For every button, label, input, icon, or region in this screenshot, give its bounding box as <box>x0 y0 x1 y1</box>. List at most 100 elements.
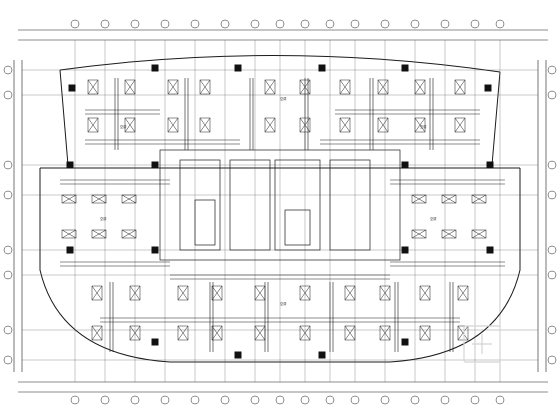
fan-coil-unit <box>457 325 469 341</box>
fan-coil-unit <box>129 325 141 341</box>
axis-bubble-bottom <box>440 395 450 405</box>
column <box>151 246 159 254</box>
fan-coil-unit <box>299 325 311 341</box>
zone-label: 空调 <box>100 216 106 221</box>
axis-bubble-left <box>3 325 13 335</box>
axis-bubble-top <box>495 19 505 29</box>
fan-coil-unit <box>419 285 431 301</box>
axis-bubble-top <box>130 19 140 29</box>
axis-bubble-left <box>3 160 13 170</box>
fan-coil-unit <box>211 325 223 341</box>
column <box>401 64 409 72</box>
axis-bubble-left <box>3 355 13 365</box>
axis-bubble-top <box>70 19 80 29</box>
fan-coil-unit <box>379 325 391 341</box>
axis-bubbles <box>3 19 557 405</box>
column <box>484 84 492 92</box>
column <box>486 161 494 169</box>
fan-coil-unit <box>339 117 351 133</box>
column <box>318 64 326 72</box>
fan-coil-unit <box>454 79 466 95</box>
axis-bubble-bottom <box>380 395 390 405</box>
duct-runs <box>60 78 505 352</box>
column <box>318 351 326 359</box>
fan-coil-unit <box>299 285 311 301</box>
dimension-frame <box>13 29 548 393</box>
fan-coil-unit <box>91 285 103 301</box>
zone-label: 空调 <box>120 124 126 129</box>
column-grid <box>22 40 538 382</box>
axis-bubble-right <box>547 245 557 255</box>
zone-label: 空调 <box>430 216 436 221</box>
axis-bubble-right <box>547 270 557 280</box>
fan-coil-unit <box>264 117 276 133</box>
fan-coil-unit <box>339 79 351 95</box>
column <box>66 246 74 254</box>
fan-coil-unit <box>299 79 311 95</box>
fan-coil-unit <box>91 325 103 341</box>
axis-bubble-top <box>190 19 200 29</box>
fan-coil-unit <box>414 79 426 95</box>
axis-bubble-left <box>3 90 13 100</box>
axis-bubble-right <box>547 355 557 365</box>
axis-bubble-bottom <box>325 395 335 405</box>
column <box>401 338 409 346</box>
fan-coil-unit <box>61 194 77 204</box>
axis-bubble-top <box>160 19 170 29</box>
axis-bubble-top <box>275 19 285 29</box>
column <box>151 338 159 346</box>
fan-coil-unit <box>254 285 266 301</box>
axis-bubble-top <box>470 19 480 29</box>
fan-coil-unit <box>441 229 457 239</box>
axis-bubble-left <box>3 245 13 255</box>
axis-bubble-bottom <box>250 395 260 405</box>
fan-coil-unit <box>121 194 137 204</box>
fan-coil-unit <box>344 285 356 301</box>
axis-bubble-bottom <box>410 395 420 405</box>
fan-coil-unit <box>471 229 487 239</box>
column <box>66 161 74 169</box>
axis-bubble-bottom <box>275 395 285 405</box>
axis-bubble-top <box>100 19 110 29</box>
fan-coil-unit <box>124 117 136 133</box>
fan-coil-unit <box>199 79 211 95</box>
axis-bubble-top <box>350 19 360 29</box>
core-area <box>159 149 401 261</box>
axis-bubble-left <box>3 65 13 75</box>
axis-bubble-left <box>3 190 13 200</box>
fan-coil-unit <box>121 229 137 239</box>
axis-bubble-bottom <box>70 395 80 405</box>
fan-coil-unit <box>379 285 391 301</box>
fan-coil-unit <box>411 194 427 204</box>
axis-bubble-right <box>547 65 557 75</box>
fan-coil-unit <box>264 79 276 95</box>
axis-bubble-bottom <box>220 395 230 405</box>
fan-coil-unit <box>91 229 107 239</box>
axis-bubble-right <box>547 190 557 200</box>
fan-coil-unit <box>177 325 189 341</box>
axis-bubble-bottom <box>350 395 360 405</box>
column <box>401 246 409 254</box>
axis-bubble-bottom <box>100 395 110 405</box>
fan-coil-unit <box>419 325 431 341</box>
axis-bubble-top <box>220 19 230 29</box>
zone-label: 空调 <box>280 301 286 306</box>
axis-bubble-bottom <box>160 395 170 405</box>
fan-coil-unit <box>457 285 469 301</box>
fan-coil-unit <box>124 79 136 95</box>
fan-coil-unit <box>129 285 141 301</box>
fan-coil-unit <box>454 117 466 133</box>
zone-label: 空调 <box>420 124 426 129</box>
axis-bubble-bottom <box>300 395 310 405</box>
fan-coil-unit <box>299 117 311 133</box>
column <box>486 246 494 254</box>
axis-bubble-bottom <box>130 395 140 405</box>
fan-coil-unit <box>471 194 487 204</box>
fan-coil-unit <box>61 229 77 239</box>
axis-bubble-top <box>440 19 450 29</box>
axis-bubble-right <box>547 90 557 100</box>
fan-coil-unit <box>254 325 266 341</box>
fan-coil-unit <box>87 117 99 133</box>
